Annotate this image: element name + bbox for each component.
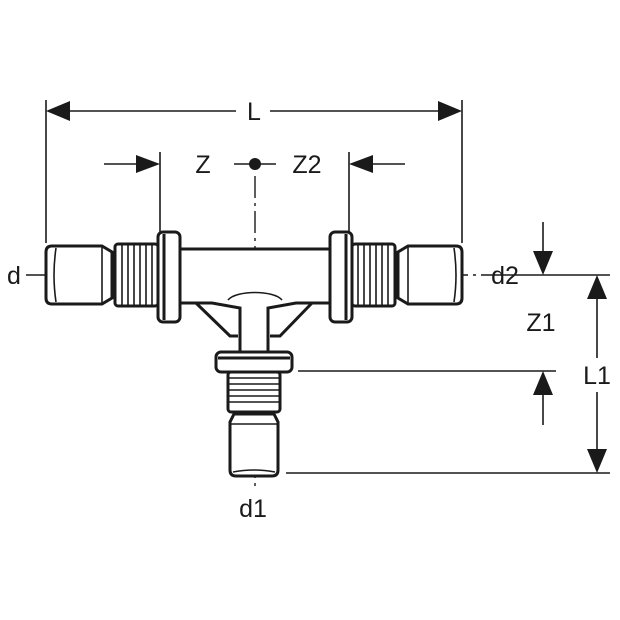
- right-press-connection: [328, 230, 464, 324]
- arrowhead-Z1-top: [533, 251, 553, 275]
- center-point: [249, 158, 261, 170]
- label-d2: d2: [491, 262, 519, 290]
- left-sleeve-tip: [53, 247, 57, 303]
- right-flange: [328, 230, 354, 324]
- left-flange: [156, 230, 182, 324]
- label-Z1: Z1: [526, 309, 555, 337]
- branch-press-connection: [214, 350, 294, 478]
- left-ring-housing: [113, 242, 160, 308]
- left-sleeve: [44, 244, 114, 306]
- dimension-L: L: [45, 98, 463, 243]
- arrowhead-right: [438, 101, 462, 121]
- arrowhead-left: [46, 101, 70, 121]
- dimension-Z-Z2: Z Z2: [104, 151, 405, 238]
- left-gusset: [194, 301, 238, 338]
- label-L1: L1: [583, 362, 611, 390]
- arrowhead-Z: [136, 155, 160, 173]
- arrowhead-L1-top: [587, 275, 607, 299]
- branch-sleeve: [228, 412, 280, 478]
- label-d: d: [7, 262, 21, 290]
- right-sleeve-tip: [453, 247, 457, 303]
- right-gusset: [270, 301, 314, 338]
- label-Z2: Z2: [292, 151, 321, 179]
- right-ring-housing: [350, 242, 397, 308]
- label-d1: d1: [239, 495, 267, 523]
- branch-neck-arc: [227, 291, 283, 301]
- label-L: L: [247, 98, 261, 126]
- label-Z: Z: [195, 151, 210, 179]
- run-body-outline: [178, 247, 332, 354]
- arrowhead-L1-bottom: [587, 449, 607, 473]
- tee-run-body: [178, 247, 332, 354]
- right-sleeve: [396, 244, 464, 306]
- arrowhead-Z2: [349, 155, 373, 173]
- arrowhead-Z1-bottom: [533, 371, 553, 395]
- dimension-Z1-L1: Z1 L1: [286, 222, 611, 474]
- branch-sleeve-tip: [232, 469, 276, 473]
- branch-flange: [214, 350, 294, 374]
- left-press-connection: [44, 230, 182, 324]
